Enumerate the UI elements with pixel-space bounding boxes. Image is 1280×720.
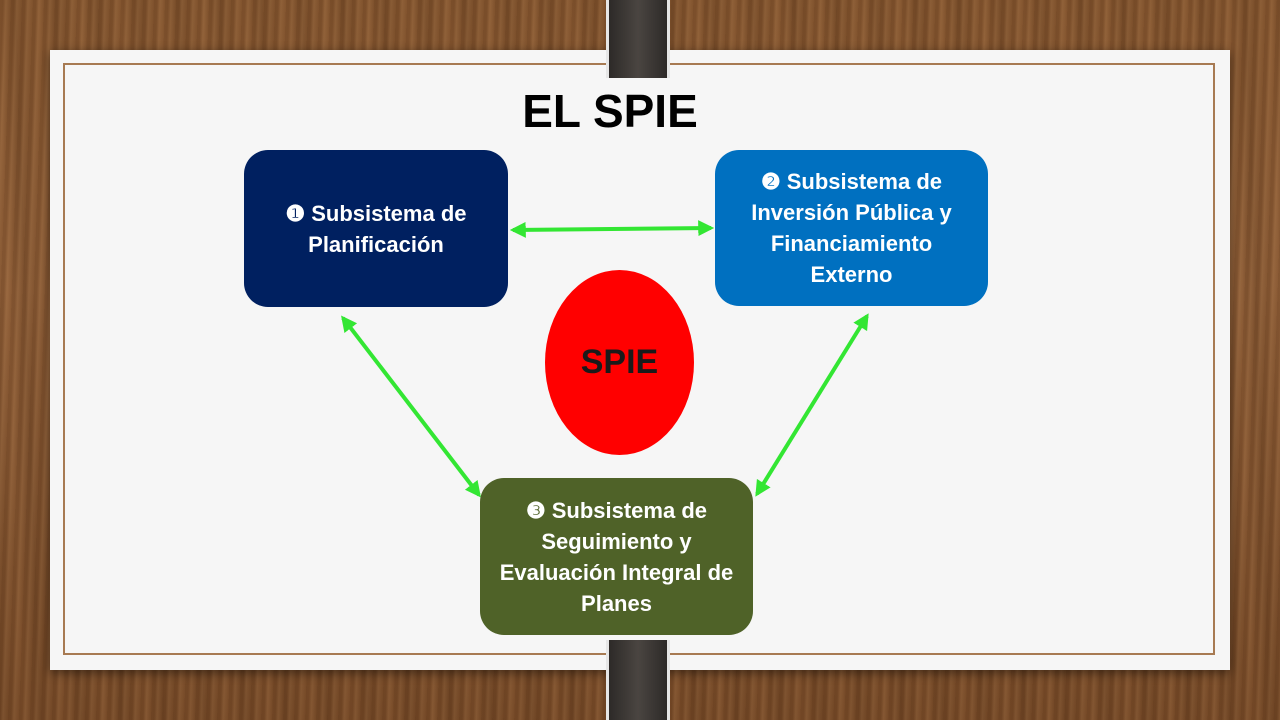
label-inversion: Subsistema de Inversión Pública y Financ… [751,169,952,287]
bottom-strap [606,640,670,720]
label-seguimiento: Subsistema de Seguimiento y Evaluación I… [499,497,734,616]
label-planificacion: Subsistema de Planificación [308,200,467,257]
center-ellipse: SPIE [545,270,694,455]
arrow-inversion-seguimiento [755,313,869,497]
center-label: SPIE [580,343,659,381]
slide-title: EL SPIE [522,85,698,137]
top-strap [606,0,670,78]
arrow-planificacion-seguimiento [341,315,481,498]
marker-3: ❸ [525,497,546,523]
arrow-planificacion-inversion [509,220,715,238]
marker-1: ❶ [285,200,306,226]
marker-2: ❷ [760,169,781,194]
